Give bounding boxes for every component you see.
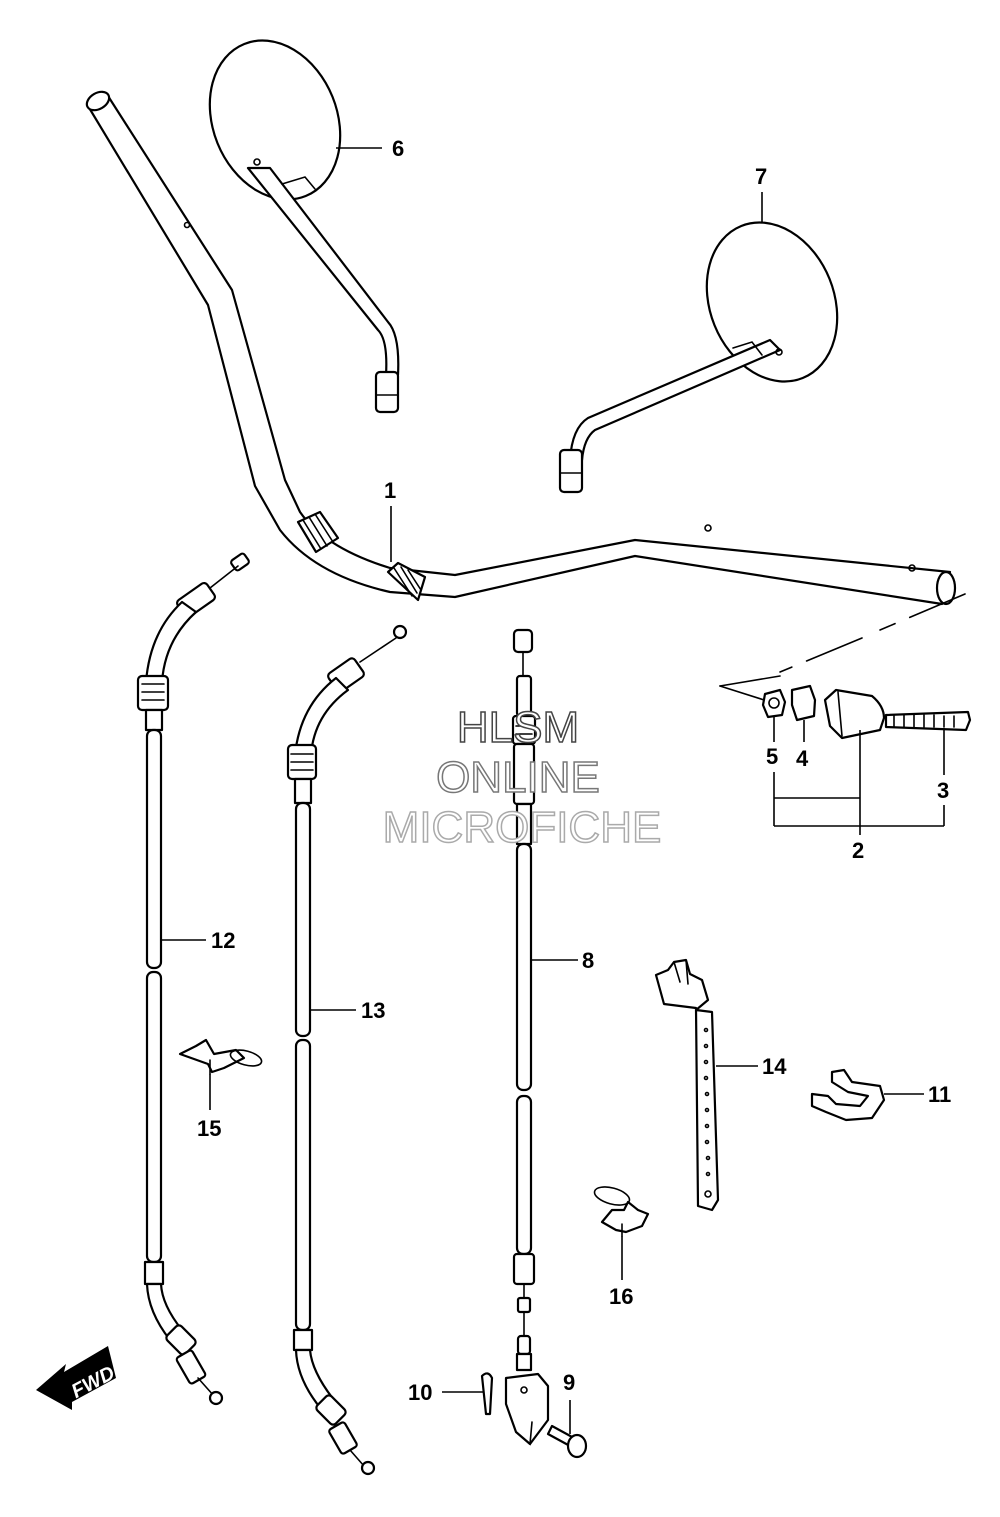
callout-4: 4 xyxy=(796,746,809,771)
watermark: HLSM ONLINE MICROFICHE xyxy=(382,702,662,853)
callout-15: 15 xyxy=(197,1116,221,1141)
callout-numbers: 1 2 3 4 5 6 7 8 9 10 11 12 13 14 15 16 xyxy=(197,136,951,1405)
cotter-pin[interactable] xyxy=(480,1372,494,1416)
bar-end-parts xyxy=(719,593,966,706)
clevis-pin[interactable] xyxy=(546,1424,588,1459)
callout-16: 16 xyxy=(609,1284,633,1309)
callout-11: 11 xyxy=(928,1082,951,1107)
nut[interactable] xyxy=(761,688,787,719)
watermark-line2: ONLINE xyxy=(436,753,600,802)
forward-direction-arrow: FWD xyxy=(36,1346,118,1410)
callout-6: 6 xyxy=(392,136,404,161)
bar-end-weight[interactable] xyxy=(823,688,886,740)
bar-end-screw[interactable] xyxy=(884,710,972,732)
knurled-band-left xyxy=(296,510,340,554)
callout-1: 1 xyxy=(384,478,396,503)
callout-5: 5 xyxy=(766,744,778,769)
wire-clamp-left[interactable] xyxy=(178,1038,263,1075)
callout-14: 14 xyxy=(762,1054,787,1079)
wire-clamp-right[interactable] xyxy=(593,1184,650,1237)
callout-2: 2 xyxy=(852,838,864,863)
callout-9: 9 xyxy=(563,1370,575,1395)
mirror-left[interactable] xyxy=(187,21,400,414)
clutch-cable[interactable] xyxy=(504,628,550,1446)
throttle-cable-no2[interactable] xyxy=(286,624,408,1476)
throttle-cable-no1[interactable] xyxy=(136,552,250,1406)
mirror-right[interactable] xyxy=(558,203,860,494)
rubber-cushion[interactable] xyxy=(790,684,817,722)
cable-clamp[interactable] xyxy=(810,1068,886,1122)
callout-7: 7 xyxy=(755,164,767,189)
callout-12: 12 xyxy=(211,928,235,953)
knurled-band-right xyxy=(386,561,427,602)
callout-10: 10 xyxy=(408,1380,432,1405)
cable-band[interactable] xyxy=(654,958,720,1212)
watermark-line3: MICROFICHE xyxy=(383,803,662,852)
callout-13: 13 xyxy=(361,998,385,1023)
watermark-line1: HLSM xyxy=(457,703,579,752)
leader-lines xyxy=(162,147,945,1434)
handlebar[interactable] xyxy=(84,88,957,606)
callout-3: 3 xyxy=(937,778,949,803)
callout-8: 8 xyxy=(582,948,594,973)
